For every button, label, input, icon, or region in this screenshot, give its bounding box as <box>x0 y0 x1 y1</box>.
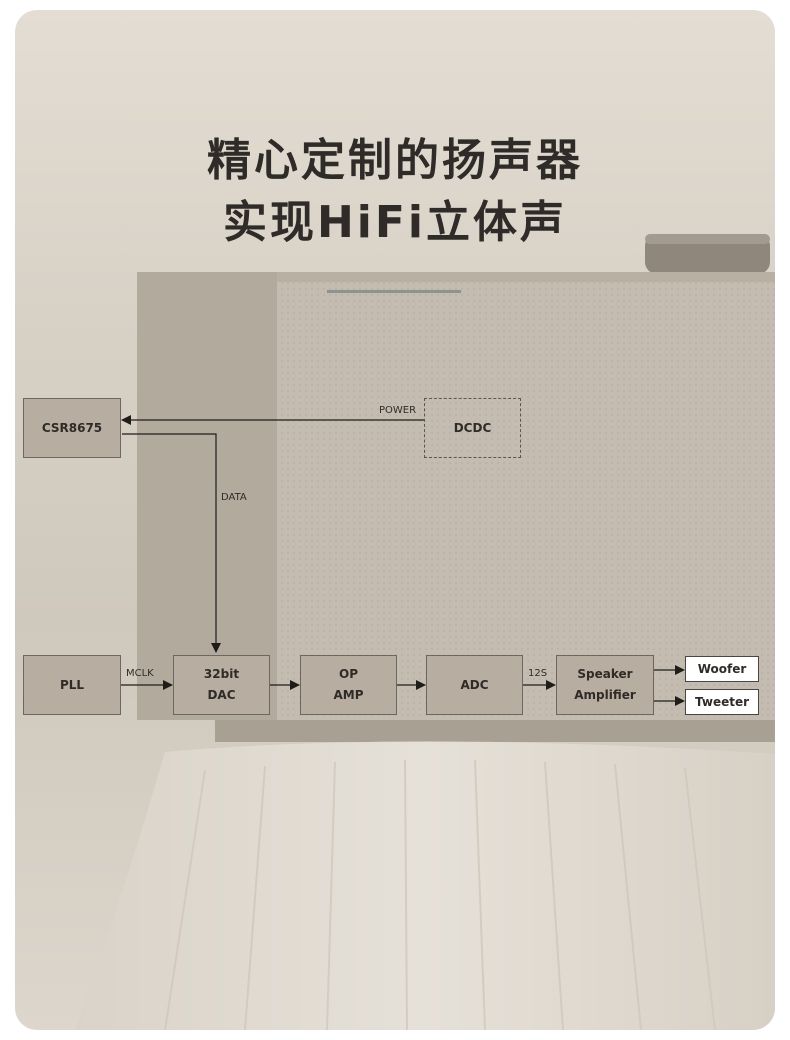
pll-label: PLL <box>59 677 85 692</box>
data-label: DATA <box>221 492 247 503</box>
dac-block: 32bit DAC <box>173 655 270 715</box>
headline-line-1: 精心定制的扬声器 <box>207 135 583 186</box>
csr8675-block: CSR8675 <box>23 398 121 458</box>
adc-block: ADC <box>426 655 523 715</box>
data-arrow <box>122 433 221 653</box>
speaker-amplifier-label-line2: Amplifier <box>574 688 636 702</box>
csr8675-label: CSR8675 <box>41 420 103 435</box>
dac-label-line1: 32bit <box>203 667 240 681</box>
woofer-block: Woofer <box>685 656 759 682</box>
op-amp-block: OP AMP <box>300 655 397 715</box>
power-label: POWER <box>379 405 417 416</box>
dcdc-block: DCDC <box>424 398 521 458</box>
speaker-amplifier-label-line1: Speaker <box>577 667 633 681</box>
speaker-amplifier-block: Speaker Amplifier <box>556 655 654 715</box>
tweeter-block: Tweeter <box>685 689 759 715</box>
mclk-label: MCLK <box>126 668 154 679</box>
woofer-label: Woofer <box>697 661 747 676</box>
op-amp-label-line1: OP <box>339 667 358 681</box>
op-amp-label-line2: AMP <box>333 688 364 702</box>
background-card <box>15 10 775 1030</box>
headline-line-2: 实现HiFi立体声 <box>222 197 568 248</box>
speaker-illustration <box>75 234 775 1030</box>
adc-label: ADC <box>460 677 489 692</box>
tweeter-label: Tweeter <box>694 694 750 709</box>
i2s-label: 12S <box>528 668 548 679</box>
dcdc-label: DCDC <box>453 420 492 435</box>
pll-block: PLL <box>23 655 121 715</box>
dac-label-line2: DAC <box>207 688 236 702</box>
